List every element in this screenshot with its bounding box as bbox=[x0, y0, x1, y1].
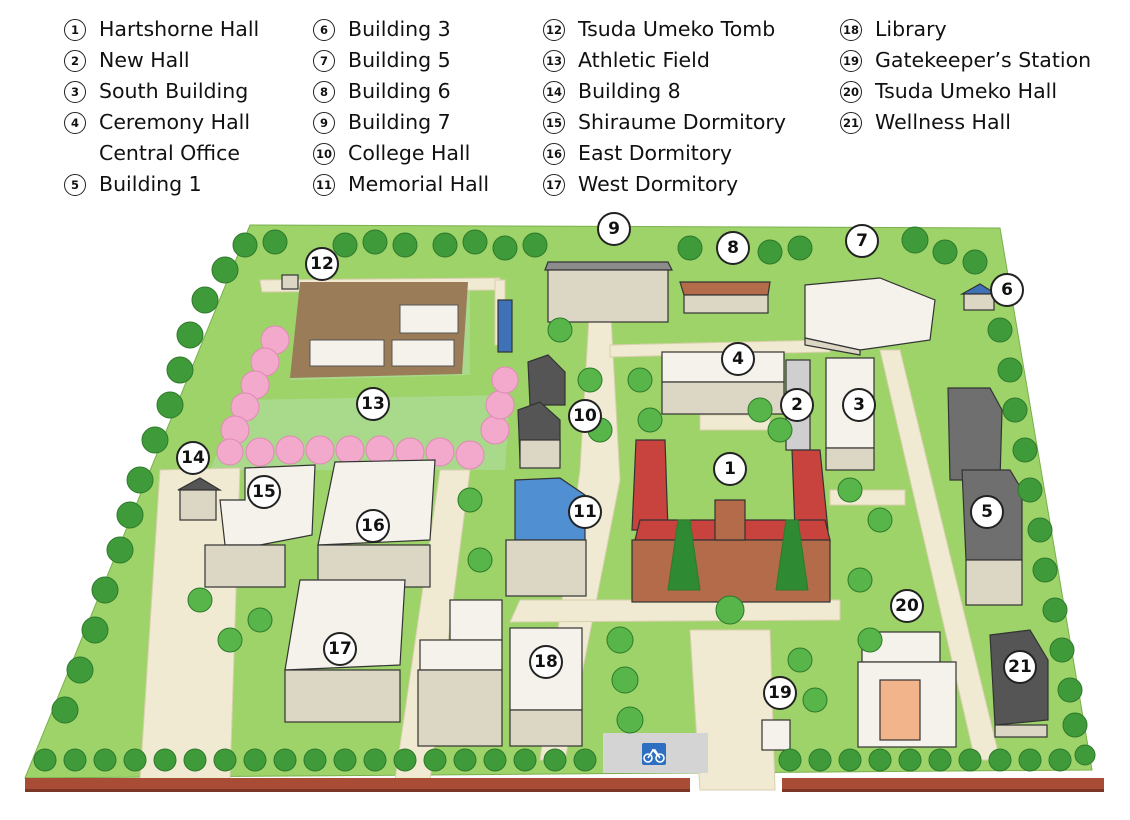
legend-number: 21 bbox=[840, 112, 862, 134]
athletic-field bbox=[290, 282, 468, 378]
legend-number: 12 bbox=[543, 19, 565, 41]
legend-number: 10 bbox=[313, 143, 335, 165]
tomb-structure bbox=[281, 274, 299, 290]
legend-label: Memorial Hall bbox=[348, 172, 490, 196]
legend-item: 11 Memorial Hall bbox=[313, 169, 489, 200]
legend-column-2: 6 Building 3 7 Building 5 8 Building 6 9 Bui… bbox=[313, 14, 489, 200]
legend-label: Building 7 bbox=[348, 110, 451, 134]
tsuda-umeko-hall bbox=[857, 631, 957, 748]
legend-column-4: 18 Library 19 Gatekeeper’s Station 20 Tsuda… bbox=[840, 14, 1091, 138]
legend-number: 6 bbox=[313, 19, 335, 41]
legend-label: Wellness Hall bbox=[875, 110, 1011, 134]
legend-item: 7 Building 5 bbox=[313, 45, 489, 76]
large-block bbox=[417, 599, 503, 747]
legend-item: 1 Hartshorne Hall bbox=[64, 14, 259, 45]
legend-item: 19 Gatekeeper’s Station bbox=[840, 45, 1091, 76]
legend-label: Gatekeeper’s Station bbox=[875, 48, 1092, 72]
tree-line-south bbox=[33, 744, 1096, 772]
tree-line-north bbox=[232, 226, 988, 275]
south-building bbox=[825, 357, 875, 471]
legend-number: 5 bbox=[64, 174, 86, 196]
legend-column-1: 1 Hartshorne Hall 2 New Hall 3 South Buildi… bbox=[64, 14, 259, 200]
conifer-trees bbox=[667, 519, 809, 591]
gatekeepers-station bbox=[761, 719, 791, 751]
building-7 bbox=[544, 261, 673, 323]
tree-line-east bbox=[987, 317, 1088, 738]
campus-map bbox=[24, 224, 1104, 792]
tree-line-west bbox=[51, 256, 239, 724]
legend-label: East Dormitory bbox=[578, 141, 732, 165]
tree-clusters bbox=[187, 317, 893, 734]
legend-item: 18 Library bbox=[840, 14, 1091, 45]
building-5 bbox=[804, 277, 936, 356]
legend-label: Building 3 bbox=[348, 17, 451, 41]
legend-label: Building 5 bbox=[348, 48, 451, 72]
memorial-hall bbox=[505, 477, 587, 597]
legend-label: Tsuda Umeko Tomb bbox=[578, 17, 776, 41]
wellness-hall bbox=[989, 629, 1049, 738]
legend-number: 17 bbox=[543, 174, 565, 196]
legend-number: 11 bbox=[313, 174, 335, 196]
sakura-trees bbox=[216, 325, 519, 470]
building-6 bbox=[679, 281, 771, 314]
legend-label: Building 6 bbox=[348, 79, 451, 103]
perimeter-wall bbox=[25, 778, 1104, 792]
building-3 bbox=[959, 283, 999, 311]
legend-label: College Hall bbox=[348, 141, 471, 165]
legend-number: 19 bbox=[840, 50, 862, 72]
legend-number: 1 bbox=[64, 19, 86, 41]
library bbox=[509, 627, 583, 747]
legend-item: 16 East Dormitory bbox=[543, 138, 786, 169]
legend-item: 6 Building 3 bbox=[313, 14, 489, 45]
legend-item: 21 Wellness Hall bbox=[840, 107, 1091, 138]
legend-number: 7 bbox=[313, 50, 335, 72]
legend-number: 13 bbox=[543, 50, 565, 72]
legend-label: Building 8 bbox=[578, 79, 681, 103]
bicycle-parking bbox=[603, 733, 708, 773]
legend-label: South Building bbox=[99, 79, 249, 103]
college-hall bbox=[517, 354, 566, 469]
east-dormitory bbox=[317, 459, 436, 588]
legend-item: 20 Tsuda Umeko Hall bbox=[840, 76, 1091, 107]
legend-label: Tsuda Umeko Hall bbox=[875, 79, 1058, 103]
legend-item: 8 Building 6 bbox=[313, 76, 489, 107]
legend-number: 18 bbox=[840, 19, 862, 41]
legend-number: 3 bbox=[64, 81, 86, 103]
legend-number: 8 bbox=[313, 81, 335, 103]
bicycle-icon bbox=[643, 748, 665, 763]
small-blue-building bbox=[497, 299, 513, 353]
legend-number: 4 bbox=[64, 112, 86, 134]
legend-label: Shiraume Dormitory bbox=[578, 110, 786, 134]
legend-number: 16 bbox=[543, 143, 565, 165]
legend-number: 15 bbox=[543, 112, 565, 134]
legend-number: 9 bbox=[313, 112, 335, 134]
hartshorne-hall bbox=[631, 439, 831, 603]
legend-item: 14 Building 8 bbox=[543, 76, 786, 107]
legend-item: 9 Building 7 bbox=[313, 107, 489, 138]
legend-item: 15 Shiraume Dormitory bbox=[543, 107, 786, 138]
legend-item: 4 Ceremony Hall Central Office bbox=[64, 107, 259, 169]
tree-lines bbox=[33, 226, 1096, 772]
legend-item: 13 Athletic Field bbox=[543, 45, 786, 76]
legend-label: Library bbox=[875, 17, 947, 41]
legend-number: 14 bbox=[543, 81, 565, 103]
legend-column-3: 12 Tsuda Umeko Tomb 13 Athletic Field 14 Bu… bbox=[543, 14, 786, 200]
legend-label: Athletic Field bbox=[578, 48, 710, 72]
legend-item: 12 Tsuda Umeko Tomb bbox=[543, 14, 786, 45]
legend-label: Hartshorne Hall bbox=[99, 17, 260, 41]
legend-item: 10 College Hall bbox=[313, 138, 489, 169]
legend-number: 20 bbox=[840, 81, 862, 103]
legend-label: New Hall bbox=[99, 48, 190, 72]
west-dormitory bbox=[284, 579, 406, 723]
legend-item: 2 New Hall bbox=[64, 45, 259, 76]
legend-item: 5 Building 1 bbox=[64, 169, 259, 200]
legend-item: 17 West Dormitory bbox=[543, 169, 786, 200]
legend-label: Building 1 bbox=[99, 172, 202, 196]
legend-label: West Dormitory bbox=[578, 172, 739, 196]
legend-number: 2 bbox=[64, 50, 86, 72]
building-8 bbox=[177, 477, 223, 521]
legend-label: Ceremony Hall Central Office bbox=[99, 110, 251, 165]
legend-item: 3 South Building bbox=[64, 76, 259, 107]
legend: 1 Hartshorne Hall 2 New Hall 3 South Buildi… bbox=[0, 0, 1130, 210]
